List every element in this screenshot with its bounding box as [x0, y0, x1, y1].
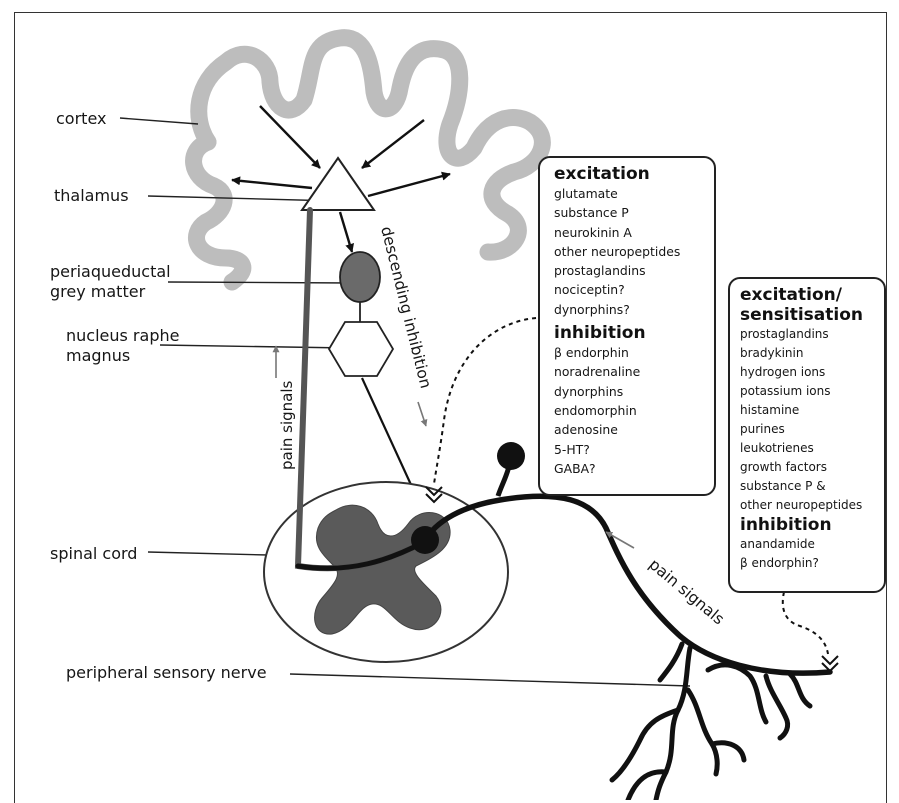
peripheral-mediators-box: excitation/ sensitisation prostaglandins… [728, 277, 886, 593]
peripheral-excitation-list: prostaglandins bradykinin hydrogen ions … [740, 325, 880, 515]
peripheral-nerve-leader [290, 674, 690, 686]
list-item: glutamate [554, 184, 706, 203]
list-item: substance P [554, 203, 706, 222]
peripheral-inhibition-heading: inhibition [740, 515, 880, 535]
list-item: anandamide [740, 535, 880, 554]
pag-label-line1: periaqueductal [50, 262, 171, 281]
list-item: β endorphin [554, 343, 706, 362]
list-item: hydrogen ions [740, 363, 880, 382]
peripheral-inhibition-list: anandamide β endorphin? [740, 535, 880, 573]
peripheral-excitation-heading-line2: sensitisation [740, 305, 880, 325]
list-item: potassium ions [740, 382, 880, 401]
central-inhibition-heading: inhibition [554, 323, 706, 343]
dorsal-root-ganglion [497, 442, 525, 470]
thalamus-to-pag-arrow [340, 212, 352, 252]
peripheral-box-connector [783, 592, 828, 654]
nrm-label-line2: magnus [66, 346, 130, 365]
peripheral-excitation-heading-line1: excitation/ [740, 285, 880, 305]
central-excitation-heading: excitation [554, 164, 706, 184]
cortex-to-thalamus-arrow-right [362, 120, 424, 168]
list-item: other neuropeptides [740, 496, 880, 515]
list-item: histamine [740, 401, 880, 420]
list-item: β endorphin? [740, 554, 880, 573]
list-item: prostaglandins [740, 325, 880, 344]
list-item: prostaglandins [554, 261, 706, 280]
list-item: neurokinin A [554, 223, 706, 242]
thalamus-label: thalamus [54, 186, 129, 205]
cortex-leader [120, 118, 198, 124]
cortex-gyri-left [194, 142, 243, 282]
list-item: dynorphins? [554, 300, 706, 319]
list-item: leukotrienes [740, 439, 880, 458]
pag-label-line2: grey matter [50, 282, 145, 301]
thalamus-to-cortex-arrow-right [368, 174, 450, 196]
pag-leader [168, 282, 352, 283]
list-item: purines [740, 420, 880, 439]
central-mediators-box: excitation glutamate substance P neuroki… [538, 156, 716, 496]
spinal-cord-label: spinal cord [50, 544, 137, 563]
list-item: endomorphin [554, 401, 706, 420]
nerve-branches [612, 644, 810, 800]
nrm-label-line1: nucleus raphe [66, 326, 179, 345]
descending-inhibition-label: descending inhibition [377, 225, 435, 391]
list-item: substance P & [740, 477, 880, 496]
list-item: GABA? [554, 459, 706, 478]
list-item: growth factors [740, 458, 880, 477]
ascending-pain-signals-label: pain signals [278, 380, 296, 470]
pag-ellipse [340, 252, 380, 302]
list-item: noradrenaline [554, 362, 706, 381]
synapse-chevron-peripheral [822, 656, 838, 671]
cortex-gyri [199, 38, 543, 252]
list-item: adenosine [554, 420, 706, 439]
descending-signal-arrow [418, 402, 426, 426]
list-item: 5-HT? [554, 440, 706, 459]
list-item: dynorphins [554, 382, 706, 401]
cortex-label: cortex [56, 109, 106, 128]
spinal-cord-leader [148, 552, 268, 555]
central-excitation-list: glutamate substance P neurokinin A other… [554, 184, 706, 319]
nrm-leader [160, 345, 348, 348]
thalamus-to-cortex-arrow-left [232, 180, 312, 188]
nrm-hexagon [329, 322, 393, 376]
peripheral-nerve-label: peripheral sensory nerve [66, 663, 267, 682]
list-item: bradykinin [740, 344, 880, 363]
central-inhibition-list: β endorphin noradrenaline dynorphins end… [554, 343, 706, 478]
list-item: nociceptin? [554, 280, 706, 299]
central-terminal [411, 526, 439, 554]
list-item: other neuropeptides [554, 242, 706, 261]
